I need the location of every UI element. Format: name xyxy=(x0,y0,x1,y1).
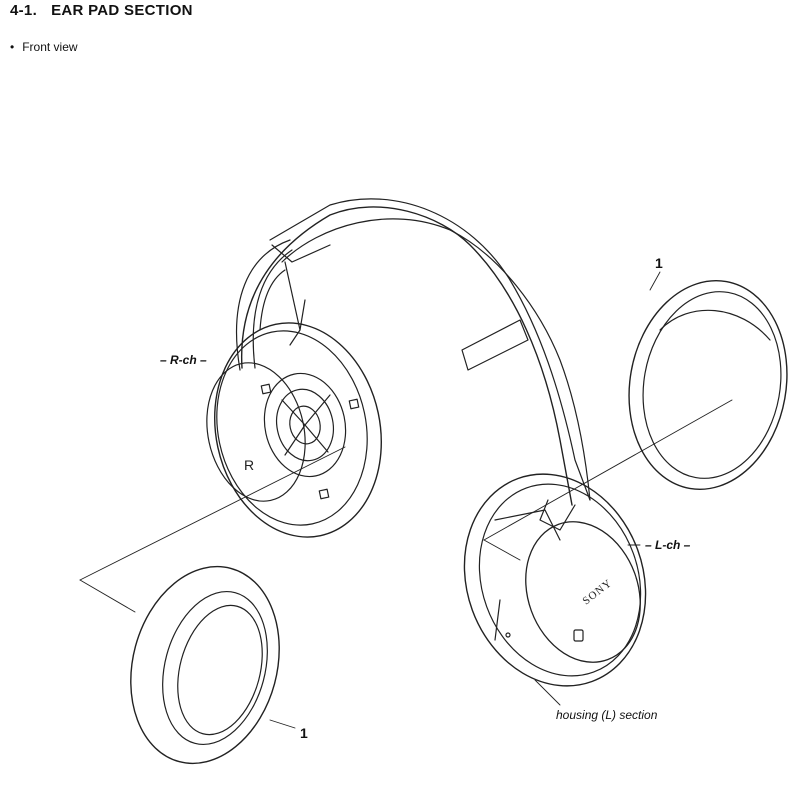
ear-pad-lower xyxy=(130,565,280,765)
section-title: EAR PAD SECTION xyxy=(51,2,193,19)
ear-pad-upper xyxy=(628,280,788,490)
callout-pad-lower: 1 xyxy=(300,725,308,741)
label-housing-l-section: housing (L) section xyxy=(556,708,658,722)
view-caption: • Front view xyxy=(10,40,78,54)
housing-l: SONY xyxy=(463,473,647,687)
r-mark: R xyxy=(244,457,254,473)
brand-logo: SONY xyxy=(580,577,614,607)
section-heading: 4-1. EAR PAD SECTION xyxy=(10,2,193,19)
headband xyxy=(236,198,591,531)
section-number: 4-1. xyxy=(10,2,38,19)
label-l-ch: – L-ch – xyxy=(645,538,691,552)
callout-pad-upper: 1 xyxy=(655,255,663,271)
view-label: Front view xyxy=(22,40,78,54)
bullet-icon: • xyxy=(10,40,15,54)
housing-r: R xyxy=(206,322,382,538)
leader-lines xyxy=(79,271,733,729)
label-r-ch: – R-ch – xyxy=(160,353,207,367)
